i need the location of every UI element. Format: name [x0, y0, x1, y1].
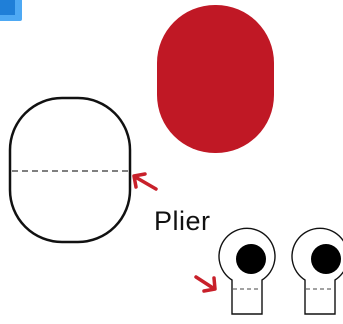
plier-dot-right — [311, 244, 341, 274]
pointer-arrow-lower — [196, 277, 215, 291]
pointer-arrow-upper — [134, 174, 156, 189]
outlined-rounded-shape — [10, 98, 130, 242]
plier-label: Plier — [154, 206, 211, 237]
plier-piece-right — [292, 228, 343, 314]
filled-rounded-shape — [157, 5, 274, 153]
plier-piece-left — [219, 228, 275, 314]
plier-dot-left — [236, 244, 266, 274]
